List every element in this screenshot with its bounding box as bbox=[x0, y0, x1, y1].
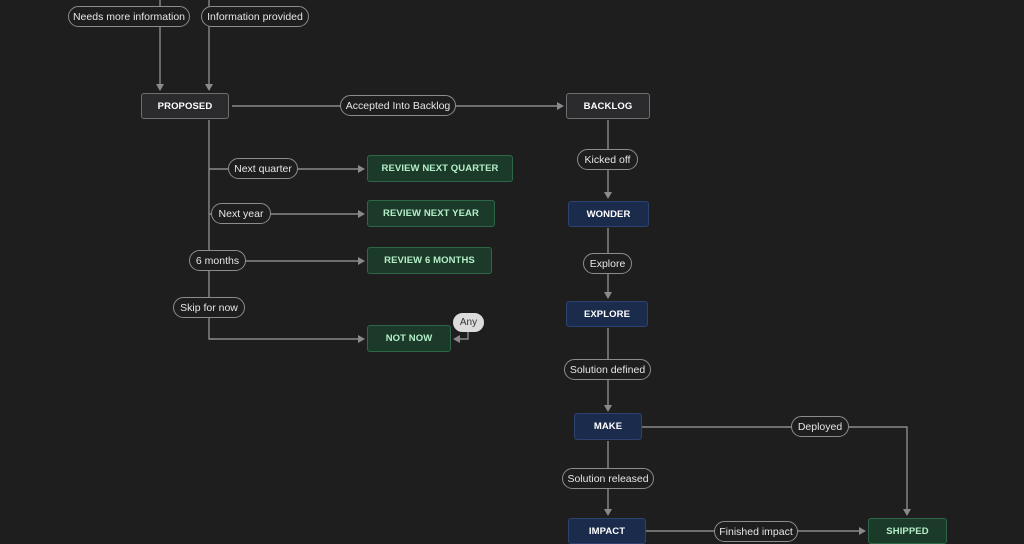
edge-label-next-quarter[interactable]: Next quarter bbox=[228, 158, 298, 179]
arrowhead-not-now bbox=[358, 335, 365, 343]
node-impact[interactable]: IMPACT bbox=[568, 518, 646, 544]
node-make[interactable]: MAKE bbox=[574, 413, 642, 440]
edge-label-explore[interactable]: Explore bbox=[583, 253, 632, 274]
edge-label-kicked-off[interactable]: Kicked off bbox=[577, 149, 638, 170]
edge-label-skip-for-now[interactable]: Skip for now bbox=[173, 297, 245, 318]
edge-label-6-months[interactable]: 6 months bbox=[189, 250, 246, 271]
node-shipped[interactable]: SHIPPED bbox=[868, 518, 947, 544]
arrowhead-backlog bbox=[557, 102, 564, 110]
arrowhead-shipped-from-make bbox=[903, 509, 911, 516]
arrowhead-explore bbox=[604, 292, 612, 299]
edge-label-accepted-into-backlog[interactable]: Accepted Into Backlog bbox=[340, 95, 456, 116]
node-wonder[interactable]: WONDER bbox=[568, 201, 649, 227]
arrowhead-review-next-quarter bbox=[358, 165, 365, 173]
edge-label-next-year[interactable]: Next year bbox=[211, 203, 271, 224]
arrowhead-make bbox=[604, 405, 612, 412]
edge-label-information-provided[interactable]: Information provided bbox=[201, 6, 309, 27]
node-backlog[interactable]: BACKLOG bbox=[566, 93, 650, 119]
node-explore[interactable]: EXPLORE bbox=[566, 301, 648, 327]
connector-make-shipped bbox=[642, 426, 908, 513]
edge-label-solution-released[interactable]: Solution released bbox=[562, 468, 654, 489]
arrowhead-review-next-year bbox=[358, 210, 365, 218]
arrowhead-review-6-months bbox=[358, 257, 365, 265]
arrowhead-needs-more-info bbox=[156, 84, 164, 91]
arrowhead-info-provided bbox=[205, 84, 213, 91]
node-review-6-months[interactable]: REVIEW 6 MONTHS bbox=[367, 247, 492, 274]
connector-proposed-branches bbox=[208, 120, 362, 340]
arrowhead-any bbox=[453, 335, 460, 343]
edge-label-finished-impact[interactable]: Finished impact bbox=[714, 521, 798, 542]
node-review-next-quarter[interactable]: REVIEW NEXT QUARTER bbox=[367, 155, 513, 182]
edge-label-deployed[interactable]: Deployed bbox=[791, 416, 849, 437]
node-review-next-year[interactable]: REVIEW NEXT YEAR bbox=[367, 200, 495, 227]
node-proposed[interactable]: PROPOSED bbox=[141, 93, 229, 119]
edge-label-solution-defined[interactable]: Solution defined bbox=[564, 359, 651, 380]
arrowhead-wonder bbox=[604, 192, 612, 199]
arrowhead-shipped-from-impact bbox=[859, 527, 866, 535]
edge-label-needs-more-information[interactable]: Needs more information bbox=[68, 6, 190, 27]
node-not-now[interactable]: NOT NOW bbox=[367, 325, 451, 352]
arrowhead-impact bbox=[604, 509, 612, 516]
edge-label-any[interactable]: Any bbox=[453, 313, 484, 332]
connector-any bbox=[457, 332, 469, 340]
